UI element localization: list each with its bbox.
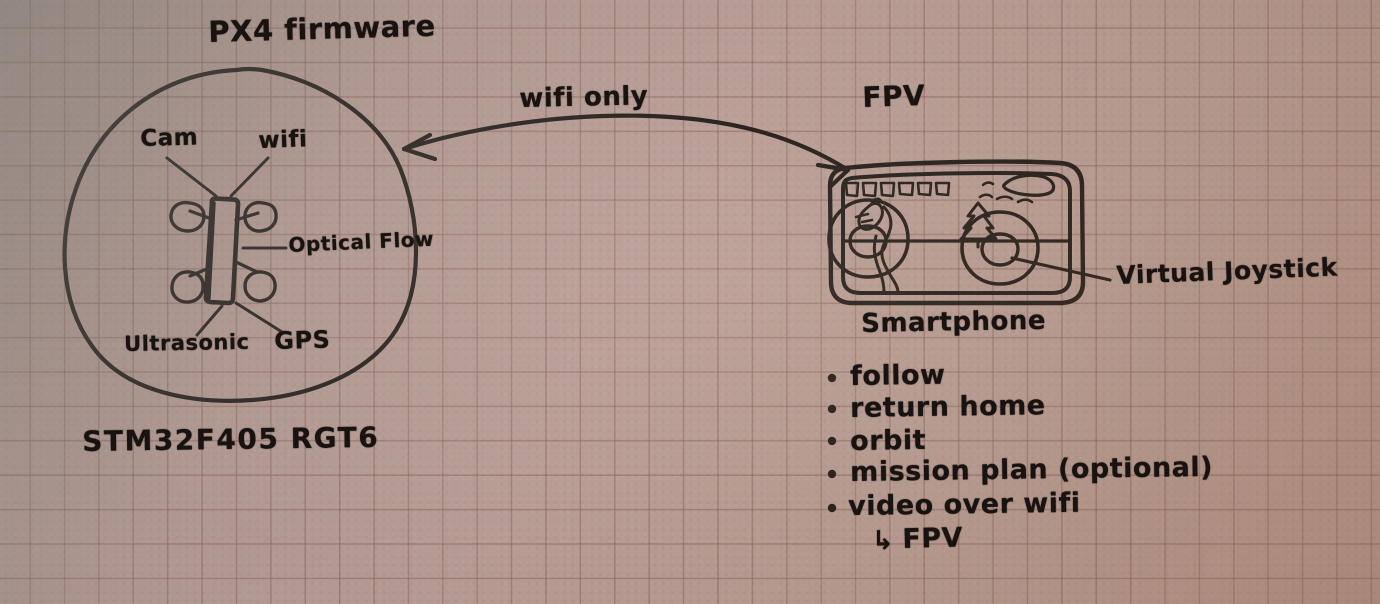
feature-item-follow: follow <box>849 359 946 392</box>
drone-label-cam: Cam <box>139 124 199 152</box>
drone-label-optical-flow: Optical Flow <box>287 226 435 257</box>
wifi-link-label: wifi only <box>518 81 649 114</box>
fpv-title: FPV <box>861 78 926 114</box>
mcu-part-number: STM32F405 RGT6 <box>81 420 380 458</box>
feature-item-mission-plan: mission plan (optional) <box>849 451 1214 488</box>
feature-item-orbit: orbit <box>849 424 927 457</box>
feature-item-return-home: return home <box>849 390 1046 424</box>
feature-sub-arrow-icon: ↳ <box>872 526 895 556</box>
drone-label-ultrasonic: Ultrasonic <box>123 329 250 356</box>
drone-label-wifi: wifi <box>257 126 308 154</box>
drone-label-gps: GPS <box>273 325 331 355</box>
feature-sub-fpv: FPV <box>901 522 964 555</box>
smartphone-label: Smartphone <box>860 305 1047 339</box>
px4-firmware-title: PX4 firmware <box>207 8 437 49</box>
feature-item-video-over-wifi: video over wifi <box>847 487 1081 522</box>
